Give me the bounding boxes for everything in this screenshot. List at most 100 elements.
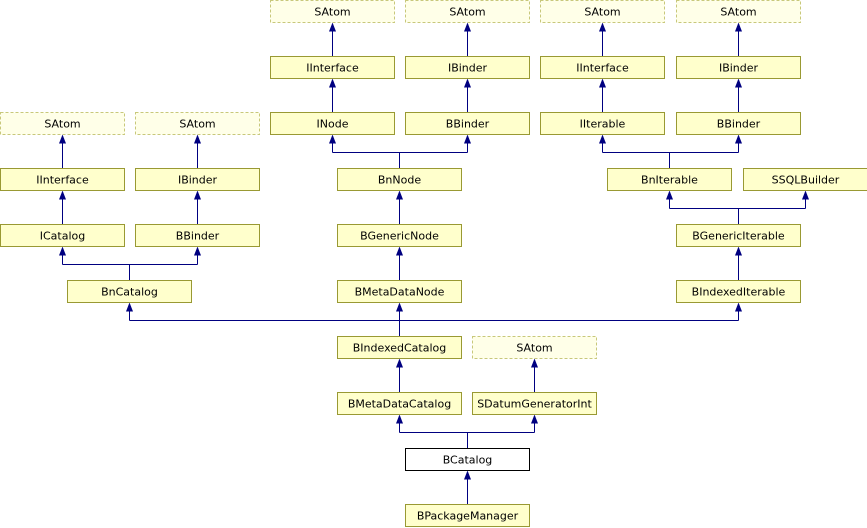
edge-iiterable-to-iinterface_2	[599, 78, 606, 113]
class-node-iiterable[interactable]: IIterable	[540, 112, 665, 135]
class-box	[0, 224, 125, 247]
class-node-ibinder-1[interactable]: IBinder	[405, 56, 530, 79]
class-node-satom-5[interactable]: SAtom	[0, 112, 125, 135]
class-node-bmetadatanode[interactable]: BMetaDataNode	[337, 280, 462, 303]
class-box	[0, 112, 125, 135]
class-node-satom-8[interactable]: SAtom	[472, 336, 597, 359]
class-label: BnIterable	[641, 174, 698, 187]
arrow-head	[531, 414, 538, 424]
class-label: BBinder	[717, 118, 761, 131]
class-box	[270, 0, 395, 23]
edge-iinterface_3-to-satom_5	[59, 134, 66, 169]
class-label: BnNode	[378, 174, 421, 187]
class-node-iinterface-1[interactable]: IInterface	[270, 56, 395, 79]
class-label: BBinder	[176, 230, 220, 243]
class-node-bcatalog[interactable]: BCatalog	[405, 448, 530, 471]
arrow-head	[735, 78, 742, 88]
edge-bbinder_1-to-ibinder_1	[464, 78, 471, 113]
class-node-iinterface-3[interactable]: IInterface	[0, 168, 125, 191]
arrow-head	[126, 302, 133, 312]
class-label: SAtom	[449, 6, 485, 19]
arrow-head	[531, 358, 538, 368]
class-node-bbinder-1[interactable]: BBinder	[405, 112, 530, 135]
arrow-head	[59, 134, 66, 144]
class-node-ibinder-2[interactable]: IBinder	[676, 56, 801, 79]
edge-bbinder_2-to-ibinder_2	[735, 78, 742, 113]
arrow-head	[194, 134, 201, 144]
class-node-sdatumgeneratorint[interactable]: SDatumGeneratorInt	[472, 392, 597, 415]
arrow-head	[329, 134, 336, 144]
edge-ibinder_3-to-satom_6	[194, 134, 201, 169]
class-node-bgenericnode[interactable]: BGenericNode	[337, 224, 462, 247]
class-label: SAtom	[44, 118, 80, 131]
edge-bbinder_3-to-ibinder_3	[194, 190, 201, 225]
class-node-bmetadatacatalog[interactable]: BMetaDataCatalog	[337, 392, 462, 415]
class-box	[337, 224, 462, 247]
edge-group-bnnode	[329, 134, 471, 169]
class-box	[472, 392, 597, 415]
arrow-head	[802, 190, 809, 200]
class-label: SAtom	[584, 6, 620, 19]
class-label: INode	[317, 118, 349, 131]
arrow-head	[396, 246, 403, 256]
arrow-head	[599, 78, 606, 88]
class-node-satom-3[interactable]: SAtom	[540, 0, 665, 23]
arrow-head	[396, 414, 403, 424]
class-node-iinterface-2[interactable]: IInterface	[540, 56, 665, 79]
class-node-bncatalog[interactable]: BnCatalog	[67, 280, 192, 303]
class-node-bnnode[interactable]: BnNode	[337, 168, 462, 191]
class-node-satom-4[interactable]: SAtom	[676, 0, 801, 23]
class-label: SAtom	[720, 6, 756, 19]
class-node-ssqlbuilder[interactable]: SSQLBuilder	[743, 168, 867, 191]
class-node-bbinder-3[interactable]: BBinder	[135, 224, 260, 247]
edge-iinterface_1-to-satom_1	[329, 22, 336, 57]
class-node-bpackagemanager[interactable]: BPackageManager	[405, 504, 530, 527]
class-node-bgenericiterable[interactable]: BGenericIterable	[676, 224, 801, 247]
class-node-icatalog[interactable]: ICatalog	[0, 224, 125, 247]
class-node-bbinder-2[interactable]: BBinder	[676, 112, 801, 135]
class-node-bindexedcatalog[interactable]: BIndexedCatalog	[337, 336, 462, 359]
class-label: BGenericNode	[360, 230, 439, 243]
class-label: BCatalog	[443, 454, 493, 467]
class-box	[405, 0, 530, 23]
arrow-head	[599, 22, 606, 32]
class-node-inode[interactable]: INode	[270, 112, 395, 135]
arrow-head	[464, 470, 471, 480]
class-node-ibinder-3[interactable]: IBinder	[135, 168, 260, 191]
arrow-head	[194, 246, 201, 256]
class-box	[0, 168, 125, 191]
edge-group-bcatalog	[396, 414, 538, 449]
class-box	[676, 224, 801, 247]
class-label: BMetaDataNode	[355, 286, 445, 299]
class-label: IBinder	[719, 62, 759, 75]
arrow-head	[464, 78, 471, 88]
class-node-satom-1[interactable]: SAtom	[270, 0, 395, 23]
arrow-head	[329, 78, 336, 88]
class-label: IBinder	[448, 62, 488, 75]
class-node-bindexediterable[interactable]: BIndexedIterable	[676, 280, 801, 303]
class-box	[743, 168, 867, 191]
class-box	[676, 56, 801, 79]
arrow-head	[599, 134, 606, 144]
edge-ibinder_2-to-satom_4	[735, 22, 742, 57]
class-label: IInterface	[306, 62, 359, 75]
arrow-head	[666, 190, 673, 200]
edge-group-bindexedcatalog	[126, 302, 742, 337]
class-box	[67, 280, 192, 303]
class-box	[270, 112, 395, 135]
edge-icatalog-to-iinterface_3	[59, 190, 66, 225]
arrow-head	[464, 22, 471, 32]
class-box	[540, 56, 665, 79]
class-node-satom-2[interactable]: SAtom	[405, 0, 530, 23]
arrow-head	[396, 302, 403, 312]
class-node-bniterable[interactable]: BnIterable	[607, 168, 732, 191]
arrow-head	[59, 190, 66, 200]
class-box	[540, 0, 665, 23]
class-node-satom-6[interactable]: SAtom	[135, 112, 260, 135]
edge-group-bgenericiterable	[666, 190, 809, 225]
class-box	[135, 168, 260, 191]
class-box	[337, 280, 462, 303]
edge-iinterface_2-to-satom_3	[599, 22, 606, 57]
